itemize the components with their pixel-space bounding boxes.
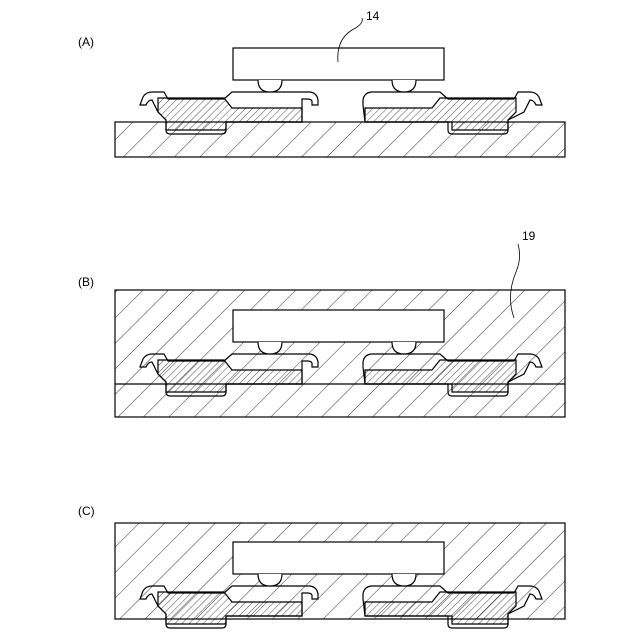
- sealing-resin: [115, 290, 565, 417]
- semiconductor-element: [233, 48, 444, 92]
- panel-b: (B) 19: [78, 229, 565, 417]
- panel-label: (B): [78, 275, 94, 289]
- panel-label: (C): [78, 504, 95, 518]
- panel-a: (A) 14: [78, 9, 565, 157]
- reference-numeral: 19: [522, 229, 536, 243]
- panel-label: (A): [78, 35, 94, 49]
- panel-c: (C): [78, 504, 565, 628]
- reference-numeral: 14: [366, 9, 380, 23]
